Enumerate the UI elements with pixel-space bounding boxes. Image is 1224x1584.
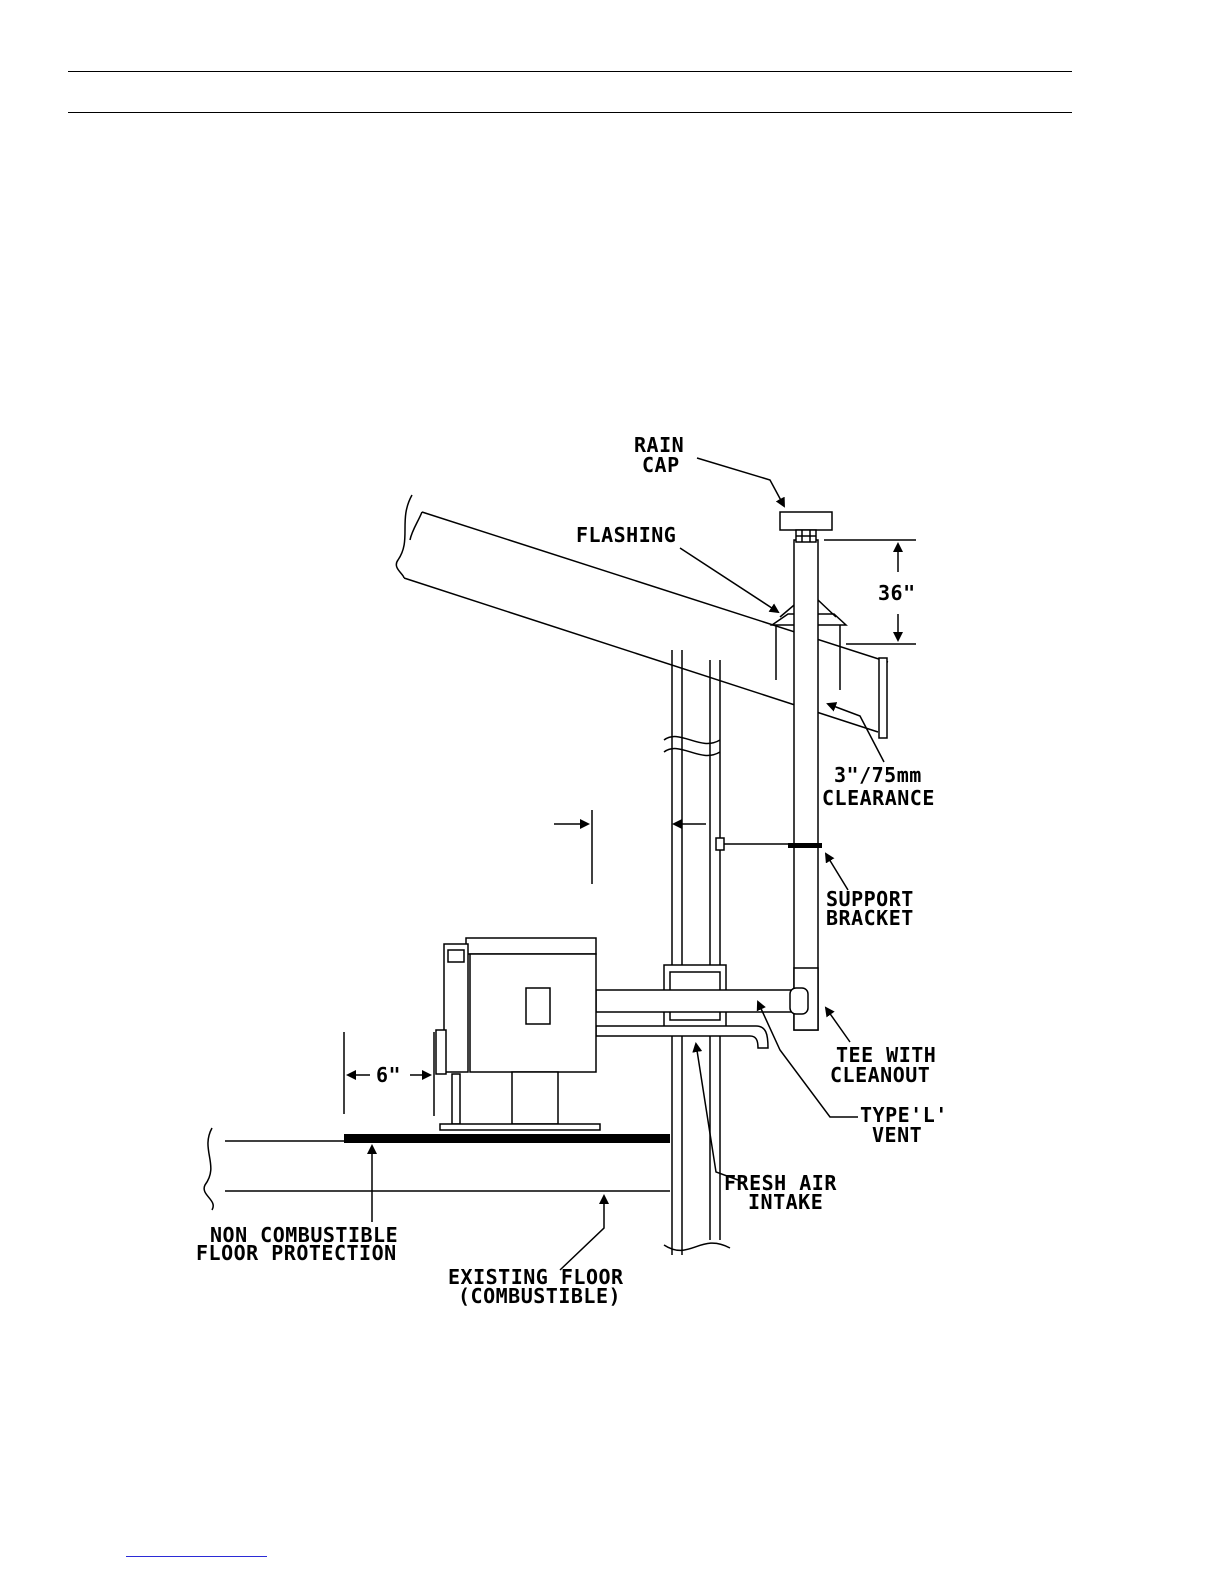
label-existing-floor-line2: (COMBUSTIBLE) xyxy=(458,1284,621,1308)
support-bracket-band xyxy=(788,843,822,848)
wall-pipe xyxy=(664,650,788,1255)
callout-lines xyxy=(344,458,916,1270)
footer-link-underline[interactable] xyxy=(126,1556,267,1557)
label-dimension-6: 6" xyxy=(376,1063,401,1087)
label-rain-cap-line2: CAP xyxy=(642,453,680,477)
label-flashing: FLASHING xyxy=(576,523,676,547)
label-clearance-line1: 3"/75mm xyxy=(834,763,922,787)
label-fresh-air-line2: INTAKE xyxy=(748,1190,823,1214)
label-tee-line2: CLEANOUT xyxy=(830,1063,930,1087)
label-floor-protection-line2: FLOOR PROTECTION xyxy=(196,1241,397,1265)
label-clearance-line2: CLEARANCE xyxy=(822,786,935,810)
label-support-bracket-line2: BRACKET xyxy=(826,906,914,930)
label-type-l-line2: VENT xyxy=(872,1123,922,1147)
type-l-vent-pipe xyxy=(780,512,832,1030)
label-dimension-36: 36" xyxy=(878,581,916,605)
floor-protection-pad xyxy=(344,1134,670,1143)
stove xyxy=(436,938,600,1130)
